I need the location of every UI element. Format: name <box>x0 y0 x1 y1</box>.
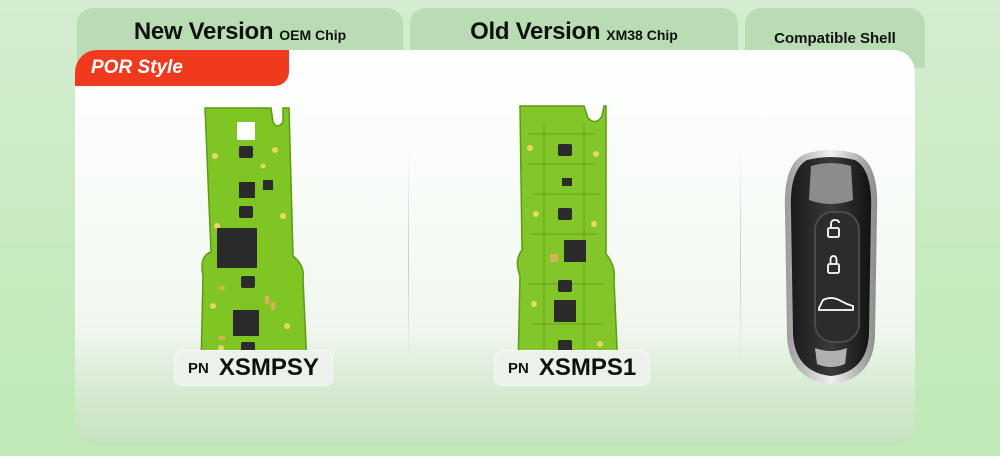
style-badge: POR Style <box>75 50 289 86</box>
pn-badge-new-version: PN XSMPSY <box>174 350 333 386</box>
tab-compatible-shell-title: Compatible Shell <box>774 30 896 47</box>
tab-old-version-subtitle: XM38 Chip <box>606 27 678 43</box>
trunk-car-icon <box>818 297 854 311</box>
pn-code-old-version: XSMPS1 <box>538 354 637 381</box>
oem-chip-board-image <box>200 107 308 369</box>
tab-new-version-subtitle: OEM Chip <box>279 27 347 43</box>
pn-badge-old-version: PN XSMPS1 <box>494 350 651 386</box>
column-divider <box>740 150 741 370</box>
pn-code-new-version: XSMPSY <box>218 354 319 381</box>
pn-label: PN <box>188 359 209 377</box>
column-divider <box>408 150 409 370</box>
lock-icon <box>827 255 840 274</box>
tab-new-version-title: New Version <box>133 18 274 45</box>
tab-old-version-title: Old Version <box>470 18 601 45</box>
key-fob-shell-image <box>784 150 878 384</box>
unlock-icon <box>827 219 840 238</box>
xm38-chip-board-image <box>516 105 618 371</box>
pn-label: PN <box>508 359 529 377</box>
